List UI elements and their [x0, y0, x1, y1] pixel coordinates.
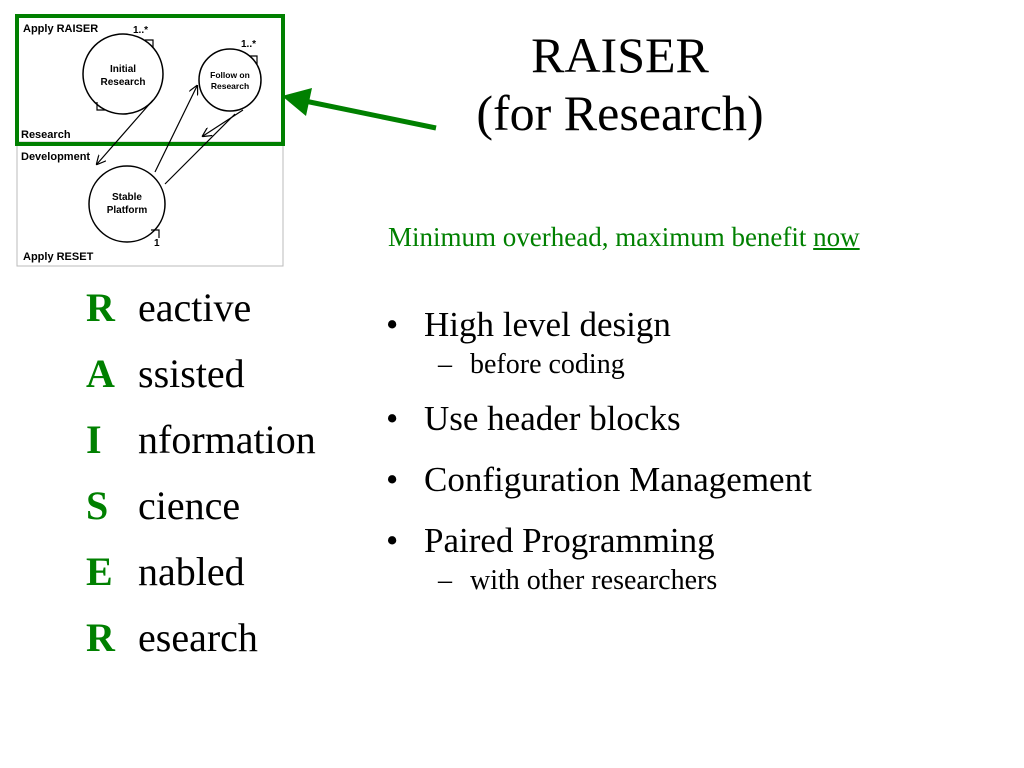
acronym-word: eactive	[138, 285, 252, 330]
bullet-marker: •	[386, 521, 399, 560]
acronym-row: A ssisted	[86, 348, 316, 414]
initial-research-label-1: Initial	[110, 64, 136, 75]
sub-bullet-text: with other researchers	[470, 565, 718, 596]
follow-stable-link	[164, 113, 236, 185]
title-line-2: (for Research)	[476, 85, 764, 141]
dash-marker: –	[438, 349, 452, 380]
acronym-list: R eactive A ssisted I nformation S cienc…	[86, 282, 316, 678]
initial-research-label-2: Research	[100, 77, 145, 88]
tagline-emphasis: now	[813, 222, 860, 252]
acronym-letter: R	[86, 615, 115, 660]
acronym-word: esearch	[138, 615, 258, 660]
stable-platform-label-1: Stable	[112, 192, 142, 203]
apply-raiser-label: Apply RAISER	[23, 23, 98, 35]
slide-title: RAISER (for Research)	[420, 26, 820, 142]
follow-research-label-1: Follow on	[210, 70, 250, 80]
stable-platform-node	[88, 165, 166, 243]
acronym-letter: A	[86, 351, 115, 396]
acronym-letter: E	[86, 549, 113, 594]
acronym-row: R eactive	[86, 282, 316, 348]
follow-multiplicity: 1..*	[241, 39, 256, 50]
bullet-text: Configuration Management	[424, 460, 812, 499]
research-frame-highlight	[15, 14, 285, 146]
initial-to-stable-arrow	[97, 99, 154, 164]
development-label: Development	[21, 151, 90, 163]
bullet-marker: •	[386, 399, 399, 438]
follow-research-label-2: Research	[211, 81, 249, 91]
acronym-row: I nformation	[86, 414, 316, 480]
initial-selfloop-arrow-icon	[145, 39, 154, 48]
bullet-item: • High level design	[386, 303, 812, 347]
bullet-text: High level design	[424, 305, 671, 344]
bullet-marker: •	[386, 460, 399, 499]
dash-marker: –	[438, 565, 452, 596]
acronym-letter: R	[86, 285, 115, 330]
bullet-item: • Paired Programming	[386, 519, 812, 563]
initial-selfloop-tail-icon	[96, 102, 105, 111]
tagline-text: Minimum overhead, maximum benefit	[388, 222, 807, 252]
bullet-list: • High level design – before coding • Us…	[386, 300, 812, 613]
acronym-row: R esearch	[86, 612, 316, 678]
acronym-row: E nabled	[86, 546, 316, 612]
sub-bullet-item: – with other researchers	[438, 563, 812, 599]
initial-research-node	[82, 33, 164, 115]
follow-selfloop-arrow-icon	[249, 55, 258, 64]
research-label: Research	[21, 129, 71, 141]
pointer-arrow	[282, 88, 437, 131]
tagline: Minimum overhead, maximum benefit now	[388, 222, 860, 253]
stable-multiplicity: 1	[154, 238, 160, 249]
follow-research-node	[198, 48, 262, 112]
acronym-word: nabled	[138, 549, 245, 594]
acronym-word: cience	[138, 483, 241, 528]
sub-bullet-text: before coding	[470, 349, 625, 380]
stable-platform-label-2: Platform	[107, 205, 148, 216]
stable-selfloop-arrow-icon	[151, 229, 160, 238]
acronym-row: S cience	[86, 480, 316, 546]
bullet-item: • Configuration Management	[386, 458, 812, 502]
bullet-text: Use header blocks	[424, 399, 681, 438]
follow-to-stable-arrow	[203, 109, 244, 136]
raiser-diagram: Apply RAISER Research Development Apply …	[15, 14, 285, 268]
title-line-1: RAISER	[531, 27, 709, 83]
development-frame	[16, 141, 284, 267]
acronym-letter: I	[86, 417, 102, 462]
stable-to-follow-arrow	[154, 86, 197, 173]
initial-multiplicity: 1..*	[133, 25, 148, 36]
sub-bullet-item: – before coding	[438, 347, 812, 383]
acronym-letter: S	[86, 483, 109, 528]
apply-reset-label: Apply RESET	[23, 251, 94, 263]
acronym-word: ssisted	[138, 351, 245, 396]
acronym-word: nformation	[138, 417, 316, 462]
bullet-text: Paired Programming	[424, 521, 715, 560]
bullet-item: • Use header blocks	[386, 397, 812, 441]
bullet-marker: •	[386, 305, 399, 344]
